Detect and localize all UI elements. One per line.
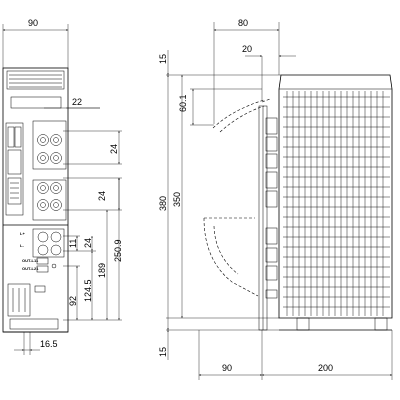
dim-side-200: 200 [318, 363, 333, 373]
cable-bend-lower [203, 217, 259, 297]
dim-front-189: 189 [97, 263, 107, 278]
dim-side-15-bottom: 15 [158, 347, 168, 357]
dim-cable-offset: 60.1 [178, 94, 188, 112]
side-extension-lines [166, 22, 393, 380]
dim-front-22: 22 [72, 97, 82, 107]
dim-top-inner: 20 [242, 44, 252, 54]
connector-x3 [7, 177, 22, 205]
connector-x1 [7, 126, 15, 148]
side-foot-right [374, 317, 388, 331]
left-connector-panel [5, 122, 24, 216]
dim-side-15-top: 15 [158, 54, 168, 64]
dim-total-height: 380 [158, 196, 168, 211]
dim-front-width: 90 [28, 18, 38, 28]
dim-front-24a: 24 [109, 144, 119, 154]
dim-front-16-5: 16.5 [40, 339, 58, 349]
side-foot-left [296, 317, 310, 331]
heatsink-fins [283, 91, 390, 316]
front-extension-lines [2, 24, 122, 355]
dim-front-250-9: 250.9 [113, 239, 123, 262]
dim-side-90: 90 [222, 363, 232, 373]
terminal-block-upper [32, 120, 67, 170]
out-l21-label: OUT-L21 [22, 266, 39, 271]
dim-front-92: 92 [68, 296, 78, 306]
dim-body-height: 350 [172, 192, 182, 207]
front-view: L+ L- OUT-L11 OUT-L21 [2, 67, 69, 333]
out-l11-connector [36, 257, 49, 265]
out-l21-connector [36, 265, 49, 273]
top-label-plate [10, 96, 62, 109]
out-l11-label: OUT-L11 [22, 258, 39, 263]
dim-top-offset: 80 [238, 18, 248, 28]
side-dimension-texts: 80 20 60.1 15 380 350 15 90 200 [158, 18, 333, 373]
connector-x2 [14, 126, 22, 148]
front-dimension-lines [3, 29, 120, 351]
dim-front-24b: 24 [97, 191, 107, 201]
top-cap [6, 70, 65, 90]
l-plus-label: L+ [20, 231, 25, 236]
cable-bend-upper [212, 99, 265, 129]
side-view [203, 74, 393, 331]
dim-front-24c: 24 [83, 238, 93, 248]
dc-terminal-block [32, 228, 65, 258]
dim-front-11: 11 [68, 239, 78, 248]
mounting-foot [9, 318, 59, 330]
l-minus-label: L- [20, 243, 24, 248]
side-dimension-lines [167, 29, 392, 376]
front-dimension-texts: 90 22 24 24 11 24 250.9 189 124.5 92 16.… [28, 18, 123, 349]
terminal-block-lower [32, 179, 67, 221]
dim-front-124-5: 124.5 [83, 279, 93, 302]
side-body-outline [278, 74, 393, 319]
bottom-terminal [7, 283, 31, 317]
